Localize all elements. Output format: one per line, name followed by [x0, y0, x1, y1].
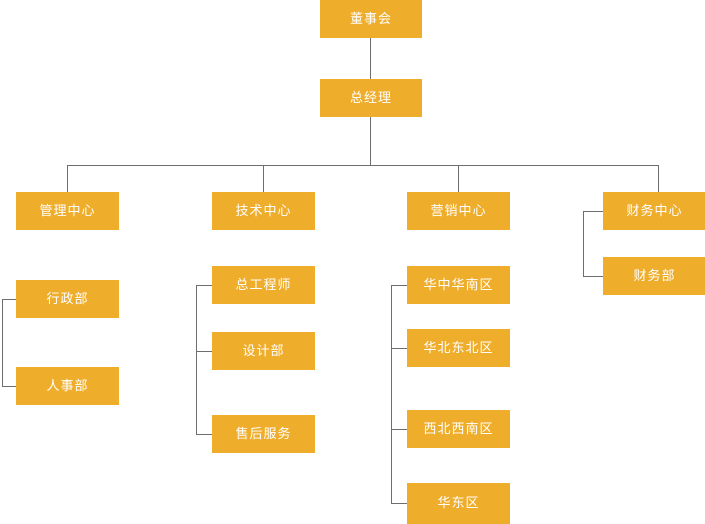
- node-region-central-south-label: 华中华南区: [423, 277, 494, 293]
- node-technology-center[interactable]: 技术中心: [212, 192, 315, 230]
- node-management-center-label: 管理中心: [39, 203, 96, 219]
- connector-sales-to-region-nne: [391, 348, 408, 349]
- connector-board-to-gm: [370, 38, 371, 79]
- connector-mgmt-spine: [2, 299, 3, 387]
- node-region-north-northeast-label: 华北东北区: [423, 340, 494, 356]
- node-finance-center[interactable]: 财务中心: [603, 192, 705, 230]
- connector-mgmt-to-admin: [2, 299, 17, 300]
- connector-level2-bus: [67, 165, 659, 166]
- node-region-north-northeast[interactable]: 华北东北区: [407, 329, 510, 367]
- node-technology-center-label: 技术中心: [235, 203, 292, 219]
- node-board[interactable]: 董事会: [320, 0, 422, 38]
- connector-gm-drop: [370, 117, 371, 165]
- node-after-sales-service-label: 售后服务: [235, 426, 292, 442]
- node-region-northwest-southwest-label: 西北西南区: [423, 421, 494, 437]
- connector-tech-to-design: [196, 351, 213, 352]
- node-marketing-center-label: 营销中心: [430, 203, 487, 219]
- connector-bus-to-sales: [458, 165, 459, 192]
- node-design-dept-label: 设计部: [242, 343, 285, 359]
- connector-sales-spine: [391, 285, 392, 503]
- node-board-label: 董事会: [349, 11, 392, 27]
- node-region-east[interactable]: 华东区: [407, 483, 510, 524]
- node-finance-dept-label: 财务部: [633, 268, 676, 284]
- node-finance-center-label: 财务中心: [626, 203, 683, 219]
- node-administration-dept-label: 行政部: [46, 291, 89, 307]
- node-region-northwest-southwest[interactable]: 西北西南区: [407, 410, 510, 448]
- node-design-dept[interactable]: 设计部: [212, 332, 315, 370]
- connector-sales-to-region-nwsw: [391, 429, 408, 430]
- connector-sales-to-region-east: [391, 503, 408, 504]
- connector-sales-to-region-cs: [391, 285, 408, 286]
- node-administration-dept[interactable]: 行政部: [16, 280, 119, 318]
- connector-bus-to-mgmt: [67, 165, 68, 192]
- node-after-sales-service[interactable]: 售后服务: [212, 415, 315, 453]
- node-chief-engineer[interactable]: 总工程师: [212, 266, 315, 304]
- connector-bus-to-tech: [263, 165, 264, 192]
- node-chief-engineer-label: 总工程师: [235, 277, 292, 293]
- connector-tech-to-aftersales: [196, 434, 213, 435]
- node-general-manager[interactable]: 总经理: [320, 79, 422, 117]
- connector-finance-spine: [583, 211, 584, 276]
- node-general-manager-label: 总经理: [349, 90, 392, 106]
- node-management-center[interactable]: 管理中心: [16, 192, 119, 230]
- connector-mgmt-to-hr: [2, 386, 17, 387]
- node-marketing-center[interactable]: 营销中心: [407, 192, 510, 230]
- node-region-east-label: 华东区: [437, 496, 480, 511]
- connector-finance-to-center: [583, 211, 604, 212]
- connector-finance-to-findept: [583, 276, 604, 277]
- connector-bus-to-finance: [658, 165, 659, 192]
- connector-tech-to-chiefeng: [196, 285, 213, 286]
- node-finance-dept[interactable]: 财务部: [603, 257, 705, 295]
- node-hr-dept-label: 人事部: [46, 378, 89, 394]
- node-hr-dept[interactable]: 人事部: [16, 367, 119, 405]
- connector-tech-spine: [196, 285, 197, 434]
- node-region-central-south[interactable]: 华中华南区: [407, 266, 510, 304]
